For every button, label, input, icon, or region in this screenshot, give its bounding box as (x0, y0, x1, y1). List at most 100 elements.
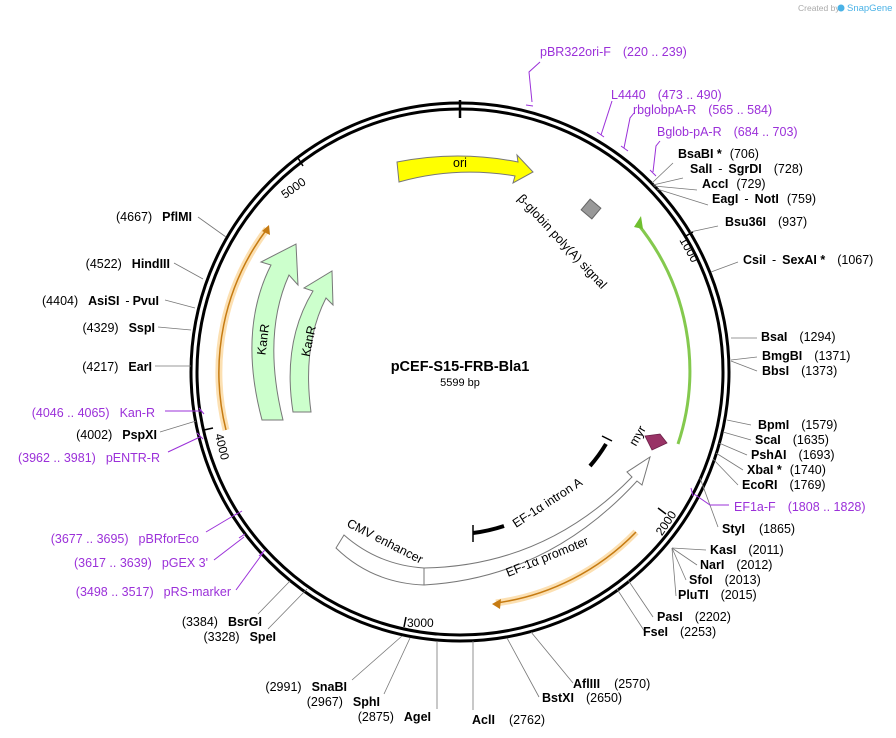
site-scai[interactable]: ScaI(1635) (755, 433, 829, 447)
site-csii-sexai[interactable]: CsiI-SexAI *(1067) (743, 253, 873, 267)
myr-arrow[interactable] (644, 433, 668, 451)
leader (710, 261, 739, 273)
primer-pgex3[interactable]: (3617 .. 3639)pGEX 3' (74, 556, 208, 570)
leader (652, 177, 684, 186)
primer-pentr-r[interactable]: (3962 .. 3981)pENTR-R (18, 451, 160, 465)
bglobin-polya-box[interactable] (580, 198, 602, 220)
site-bstxi[interactable]: BstXI(2650) (542, 691, 622, 705)
site-bsrgi[interactable]: (3384)BsrGI (182, 615, 262, 629)
site-xbai[interactable]: XbaI *(1740) (747, 463, 826, 477)
primer-mark (649, 169, 657, 177)
primer-leader (693, 493, 729, 506)
green-arc-head (634, 216, 643, 229)
primer-pbr322ori-f[interactable]: pBR322ori-F(220 .. 239) (540, 45, 687, 59)
site-kasi[interactable]: KasI(2011) (710, 543, 784, 557)
leader (653, 185, 698, 191)
orange-arc-left-head (262, 225, 270, 235)
site-hindiii[interactable]: (4522)HindIII (86, 257, 170, 271)
primer-leader (205, 512, 239, 533)
primer-mark (234, 510, 243, 516)
site-agei[interactable]: (2875)AgeI (358, 710, 431, 724)
site-asisi-pvui[interactable]: (4404)AsiSI-PvuI (42, 294, 159, 308)
orange-arc-lower-head (492, 599, 501, 609)
kanr-arrow-inner[interactable] (289, 270, 334, 413)
intron-label: EF-1α intron A (510, 475, 585, 531)
site-pspxi[interactable]: (4002)PspXI (76, 428, 157, 442)
primer-mark (690, 487, 694, 497)
site-spei[interactable]: (3328)SpeI (203, 630, 276, 644)
cmv-enhancer-box[interactable] (335, 534, 425, 586)
site-pflmi[interactable]: (4667)PflMI (116, 210, 192, 224)
primer-prs-marker[interactable]: (3498 .. 3517)pRS-marker (76, 585, 231, 599)
tick-3000: 3000 (407, 616, 434, 630)
primer-kan-r[interactable]: (4046 .. 4065)Kan-R (32, 406, 155, 420)
orange-arc-left[interactable] (218, 228, 268, 431)
tick-5000-mark (297, 157, 304, 167)
leader (530, 631, 574, 684)
primer-pbrforeco[interactable]: (3677 .. 3695)pBRforEco (51, 532, 199, 546)
leader (267, 588, 308, 630)
primer-leader (235, 552, 264, 591)
primer-leaders (165, 61, 729, 591)
primer-l4440[interactable]: L4440(473 .. 490) (611, 88, 722, 102)
leader (671, 547, 698, 566)
primer-mark (525, 104, 534, 107)
intron-segment-1[interactable] (588, 442, 608, 468)
site-acci[interactable]: AccI(729) (702, 177, 766, 191)
site-pluti[interactable]: PluTI(2015) (678, 588, 757, 602)
leader (164, 299, 196, 309)
site-sphi[interactable]: (2967)SphI (307, 695, 380, 709)
primer-mark (196, 432, 204, 440)
plasmid-size: 5599 bp (440, 377, 480, 389)
site-sspi[interactable]: (4329)SspI (82, 321, 155, 335)
site-pshai[interactable]: PshAI(1693) (751, 448, 835, 462)
site-sali-sgrdi[interactable]: SalI-SgrDI(728) (690, 162, 803, 176)
site-pasi[interactable]: PasI(2202) (657, 610, 731, 624)
myr-label: myr (626, 423, 649, 448)
plasmid-title: pCEF-S15-FRB-Bla1 5599 bp (391, 359, 530, 389)
ef1a-promoter-arrow[interactable] (423, 455, 651, 586)
site-afliii[interactable]: AflIII(2570) (573, 677, 650, 691)
leader (173, 262, 204, 280)
primer-bglob-pa-r[interactable]: Bglob-pA-R(684 .. 703) (657, 125, 798, 139)
primer-leader (167, 436, 201, 453)
site-bmgbi[interactable]: BmgBI(1371) (762, 349, 850, 363)
kanr-arrow-outer[interactable] (251, 243, 299, 421)
leader (257, 580, 291, 615)
site-bbsi[interactable]: BbsI(1373) (762, 364, 837, 378)
intron-segment-2[interactable] (472, 524, 505, 535)
leader (157, 326, 192, 331)
site-fsei[interactable]: FseI(2253) (643, 625, 716, 639)
leader (730, 360, 758, 372)
primer-ef1a-f[interactable]: EF1a-F(1808 .. 1828) (734, 500, 866, 514)
leader (689, 225, 719, 233)
tick-2000-mark (657, 507, 667, 515)
leader (616, 588, 646, 633)
primer-mark (198, 407, 205, 415)
leader (656, 188, 709, 206)
tick-4000-mark (203, 427, 214, 431)
green-arc[interactable] (635, 222, 692, 445)
primer-leader (528, 61, 541, 103)
site-bpmi[interactable]: BpmI(1579) (758, 418, 837, 432)
leader (712, 458, 739, 486)
site-styi[interactable]: StyI(1865) (722, 522, 795, 536)
backbone (189, 100, 731, 643)
site-snabi[interactable]: (2991)SnaBI (265, 680, 347, 694)
site-sfoi[interactable]: SfoI(2013) (689, 573, 761, 587)
site-ecori[interactable]: EcoRI(1769) (742, 478, 826, 492)
ori-arrow[interactable] (396, 153, 534, 185)
leader (699, 477, 719, 528)
site-bsu36i[interactable]: Bsu36I(937) (725, 215, 807, 229)
site-eagi-noti[interactable]: EagI-NotI(759) (712, 192, 816, 206)
site-nari[interactable]: NarI(2012) (700, 558, 772, 572)
site-bsabi[interactable]: BsaBI *(706) (678, 147, 759, 161)
site-bsai[interactable]: BsaI(1294) (761, 330, 836, 344)
site-acli[interactable]: AclI(2762) (472, 713, 545, 727)
orange-arc-lower[interactable] (495, 531, 637, 604)
site-eari[interactable]: (4217)EarI (82, 360, 152, 374)
primer-leader (623, 112, 635, 149)
intron-cap (601, 435, 613, 442)
primer-rbglobpa-r[interactable]: rbglobpA-R(565 .. 584) (633, 103, 772, 117)
